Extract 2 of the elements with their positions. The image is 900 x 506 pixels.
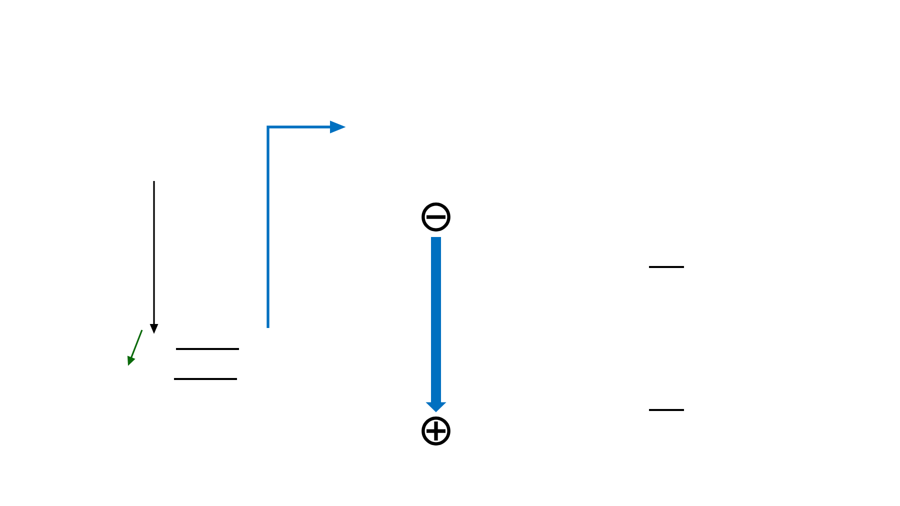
charge-symbol: ⊕ <box>422 416 450 446</box>
charge-symbol: ⊖ <box>422 202 450 232</box>
